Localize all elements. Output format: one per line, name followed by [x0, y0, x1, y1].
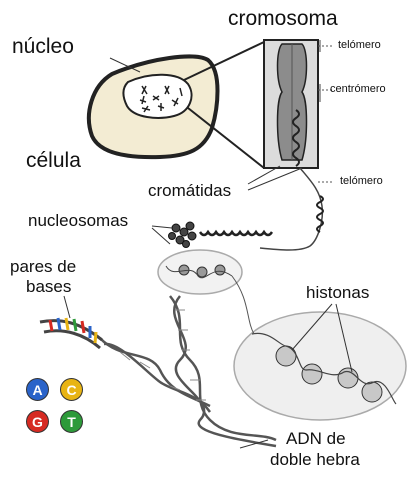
histonas-pointer-2: [335, 303, 353, 373]
label-nucleosomas: nucleosomas: [28, 211, 129, 230]
base-t-badge: T: [60, 410, 83, 433]
nucleosome-beads: [168, 221, 197, 248]
zoom-line-bottom: [187, 107, 265, 169]
label-cromosoma: cromosoma: [228, 7, 338, 30]
chromatin-coil-in-box: [292, 109, 300, 167]
nucleo-pointer: [109, 57, 141, 73]
cromatidas-pointer-2: [247, 167, 303, 191]
dna-helix: [99, 295, 277, 448]
base-pair-ladder: [39, 317, 103, 350]
base-a-badge: A: [26, 378, 49, 401]
nucleosomas-pointer-1: [151, 225, 173, 229]
label-telomero-bottom: telómero: [340, 175, 383, 187]
label-pares-line1: pares de: [10, 257, 77, 276]
label-cromatidas: cromátidas: [148, 181, 232, 200]
label-nucleo: núcleo: [12, 35, 74, 58]
chromatin-strand: [259, 167, 324, 251]
histone-beads: [275, 345, 383, 403]
histonas-pointer-1: [291, 303, 333, 351]
label-celula: célula: [26, 149, 81, 172]
nucleosomas-pointer-2: [151, 227, 171, 245]
label-centromero: centrómero: [330, 83, 386, 95]
chromatin-fiber: [198, 229, 274, 237]
pares-pointer: [63, 295, 71, 319]
label-histonas: histonas: [306, 283, 370, 302]
label-pares-line2: bases: [26, 277, 72, 296]
adn-pointer: [239, 439, 269, 449]
histone-inset: [233, 311, 407, 421]
nucleus-chromosomes: [139, 85, 183, 113]
base-g-badge: G: [26, 410, 49, 433]
label-adn-line2: doble hebra: [270, 450, 360, 469]
base-c-badge: C: [60, 378, 83, 401]
label-telomero-top: telómero: [338, 39, 381, 51]
cromatidas-pointer-1: [247, 165, 281, 185]
label-adn-line1: ADN de: [286, 429, 346, 448]
zoom-line-top: [183, 41, 265, 81]
